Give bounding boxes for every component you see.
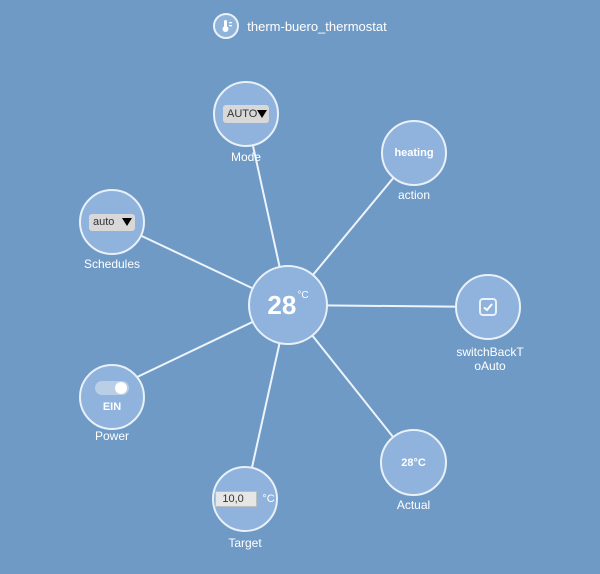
switchback-checkbox[interactable]	[479, 298, 497, 316]
current-temperature-unit: °C	[297, 289, 309, 301]
actual-node: 28°C	[380, 429, 447, 496]
mode-selected: AUTO	[227, 108, 258, 120]
target-label: Target	[228, 536, 262, 550]
power-label: Power	[94, 429, 129, 443]
power-node: EIN	[79, 364, 145, 430]
current-temperature-node: 28°C	[248, 265, 328, 345]
mode-node: AUTO	[213, 81, 279, 147]
schedules-node: auto	[79, 189, 145, 255]
schedules-select[interactable]: auto	[89, 213, 135, 231]
chevron-down-icon	[257, 110, 268, 118]
action-label: action	[397, 188, 431, 202]
target-unit: °C	[262, 493, 275, 505]
schedules-label: Schedules	[83, 257, 141, 271]
header: therm-buero_thermostat	[0, 12, 600, 40]
target-input[interactable]: 10,0	[215, 491, 258, 507]
switchback-label: switchBackToAuto	[456, 345, 524, 373]
actual-value: 28°C	[401, 456, 426, 469]
action-node: heating	[381, 120, 447, 186]
current-temperature-value: 28	[267, 289, 297, 320]
switchback-node	[455, 274, 521, 340]
thermostat-icon	[213, 13, 240, 39]
action-value: heating	[394, 147, 434, 159]
actual-label: Actual	[396, 498, 431, 512]
power-toggle[interactable]	[95, 381, 129, 395]
mode-select[interactable]: AUTO	[223, 105, 269, 123]
target-node: 10,0 °C	[212, 466, 278, 532]
chevron-down-icon	[122, 218, 132, 226]
power-value: EIN	[102, 401, 122, 413]
device-title: therm-buero_thermostat	[247, 18, 387, 34]
toggle-knob	[115, 382, 127, 394]
checkmark-icon	[483, 303, 493, 312]
mode-label: Mode	[230, 150, 262, 164]
schedules-selected: auto	[93, 216, 115, 228]
